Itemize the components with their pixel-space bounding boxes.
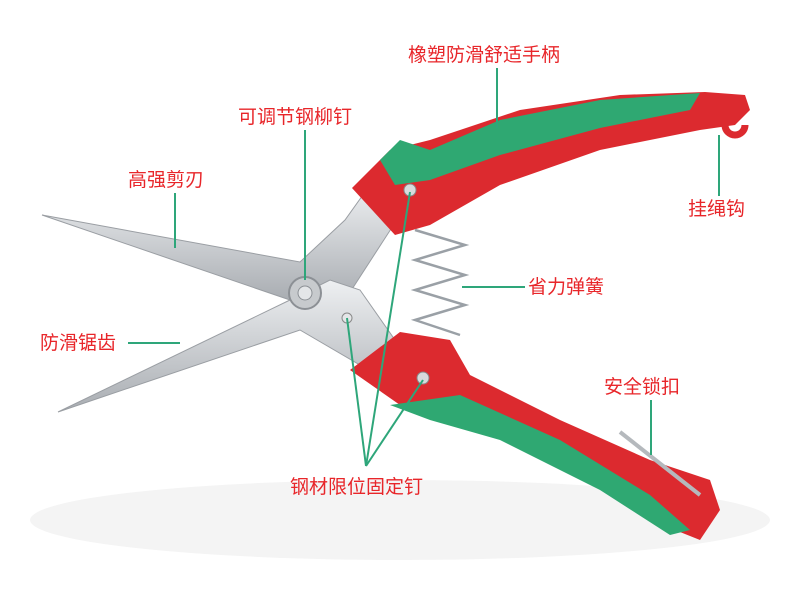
shadow [30,480,770,560]
label-rivet: 可调节钢柳钉 [238,106,353,128]
pivot-rivet-center [297,285,313,301]
leader-lines [128,68,720,467]
hook [721,124,749,139]
label-handle: 橡塑防滑舒适手柄 [408,44,561,66]
upper-blade [41,184,401,301]
stop-pin-bottom [416,371,430,385]
upper-handle-grip [380,93,700,185]
label-hook: 挂绳钩 [688,198,746,220]
label-serration: 防滑锯齿 [40,332,117,354]
label-lock: 安全锁扣 [604,376,681,398]
lower-handle-grip [390,395,690,535]
label-stop-pin: 钢材限位固定钉 [290,476,424,498]
label-spring: 省力弹簧 [528,276,605,298]
label-blade: 高强剪刃 [128,169,205,191]
upper-handle [352,92,750,235]
spring [410,228,470,337]
safety-lock-clip [618,430,702,497]
